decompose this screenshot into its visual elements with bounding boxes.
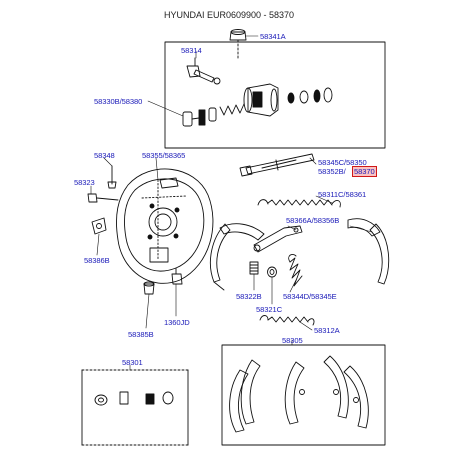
bolt-58323-part xyxy=(87,193,119,203)
bleeder-cap-part xyxy=(229,29,247,61)
part-label-1360JD[interactable]: 1360JD xyxy=(164,318,190,327)
page-title: HYUNDAI EUR0609900 - 58370 xyxy=(163,10,295,20)
bleeder-screw-part xyxy=(186,57,221,85)
part-label-58348[interactable]: 58348 xyxy=(94,151,115,160)
hardware-kit-box xyxy=(81,369,189,446)
shoe-spring-part xyxy=(288,253,303,287)
part-label-58355[interactable]: 58355/58365 xyxy=(142,151,186,160)
part-label-58352B[interactable]: 58352B/ xyxy=(318,167,346,176)
part-label-58305[interactable]: 58305 xyxy=(282,336,303,345)
part-label-58345C[interactable]: 58345C/58350 xyxy=(318,158,367,167)
part-label-58330B[interactable]: 58330B/58380 xyxy=(94,97,143,106)
cylinder-internals-left xyxy=(182,103,245,127)
part-label-58386B[interactable]: 58386B xyxy=(84,256,110,265)
part-label-58385B[interactable]: 58385B xyxy=(128,330,154,339)
part-label-58314[interactable]: 58314 xyxy=(181,46,202,55)
hold-spring-part xyxy=(249,261,259,275)
part-label-58323[interactable]: 58323 xyxy=(74,178,95,187)
plug-58385B-part xyxy=(143,281,155,295)
nut-1360JD-part xyxy=(171,267,183,285)
part-label-58366A[interactable]: 58366A/58356B xyxy=(286,216,340,225)
cylinder-body-part xyxy=(243,83,279,117)
lower-spring-part xyxy=(259,315,315,326)
pin-58348-part xyxy=(107,165,117,189)
clip-58386B-part xyxy=(91,217,107,235)
part-label-58341A[interactable]: 58341A xyxy=(260,32,286,41)
parking-lever-part xyxy=(253,225,303,253)
shoe-kit-box xyxy=(221,344,386,446)
part-label-58370-highlighted[interactable]: 58370 xyxy=(352,166,377,177)
part-label-58344D[interactable]: 58344D/58345E xyxy=(283,292,337,301)
backing-plate-part xyxy=(116,168,214,284)
adjuster-strut-part xyxy=(239,153,315,177)
part-label-58321C[interactable]: 58321C xyxy=(256,305,283,314)
part-label-58312A[interactable]: 58312A xyxy=(314,326,340,335)
wheel-cylinder-group xyxy=(164,29,386,149)
return-spring-part xyxy=(257,199,341,208)
cylinder-internals-right xyxy=(287,87,333,104)
leader-lines xyxy=(90,35,373,371)
brake-shoe-pair xyxy=(209,218,390,291)
cup-washer-part xyxy=(267,266,277,278)
part-label-58301[interactable]: 58301 xyxy=(122,358,143,367)
part-label-58311C[interactable]: 58311C/58361 xyxy=(318,190,367,199)
part-label-58322B[interactable]: 58322B xyxy=(236,292,262,301)
